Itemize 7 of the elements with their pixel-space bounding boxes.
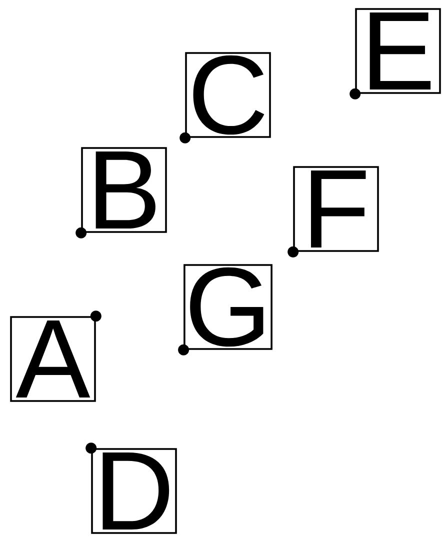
letter-box: G xyxy=(184,264,272,350)
letter-box: A xyxy=(10,316,96,402)
letter-box: D xyxy=(91,448,177,534)
letter-box: F xyxy=(293,166,379,252)
letter-box: C xyxy=(185,52,271,138)
letter-box: E xyxy=(355,8,441,94)
letter-box: B xyxy=(81,147,167,233)
